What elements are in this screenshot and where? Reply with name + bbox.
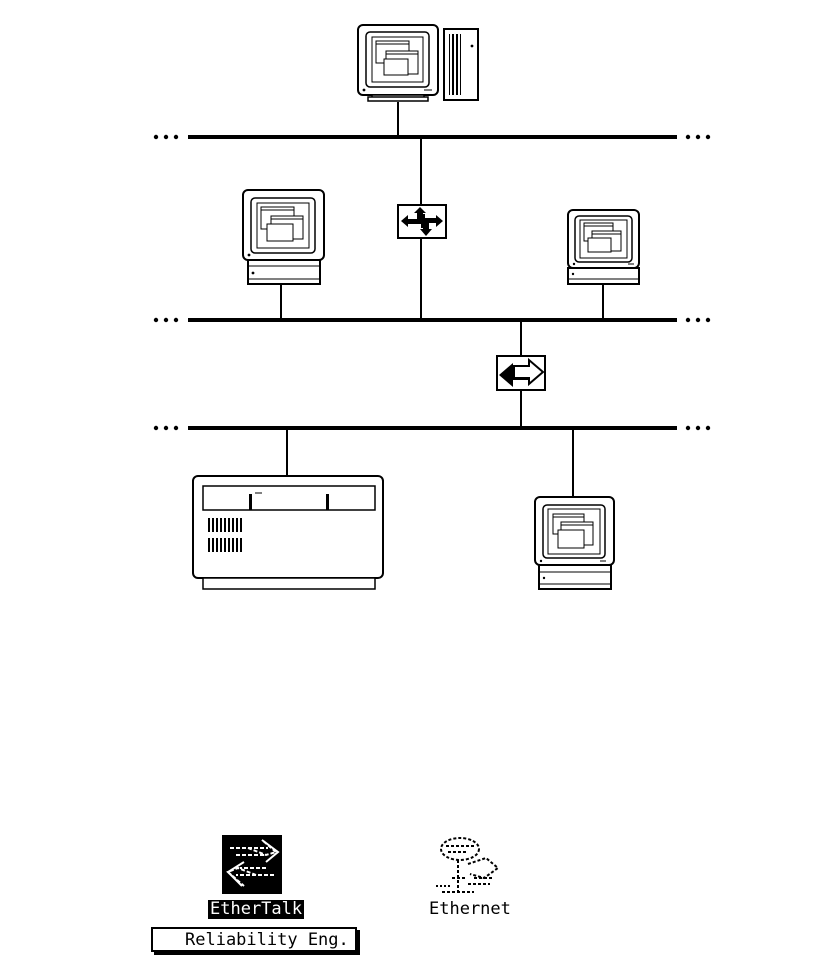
zone-name-field[interactable]: Reliability Eng. [151, 927, 357, 952]
printer-icon[interactable] [193, 476, 383, 589]
ethertalk-icon[interactable] [222, 835, 282, 894]
router-icon[interactable] [398, 205, 446, 238]
middle-network [154, 318, 710, 322]
tower-workstation-icon[interactable] [358, 25, 478, 101]
compact-mac-bottom-icon[interactable] [535, 497, 614, 589]
top-network [154, 135, 710, 139]
drop-cables [281, 102, 603, 497]
ethernet-label: Ethernet [429, 900, 511, 919]
ethernet-icon[interactable] [436, 838, 498, 892]
compact-mac-right-icon[interactable] [568, 210, 639, 284]
zone-name-value: Reliability Eng. [185, 930, 349, 950]
compact-mac-left-icon[interactable] [243, 190, 324, 284]
ethertalk-label: EtherTalk [208, 900, 304, 919]
bridge-icon[interactable] [497, 356, 545, 390]
bottom-network [154, 426, 710, 430]
